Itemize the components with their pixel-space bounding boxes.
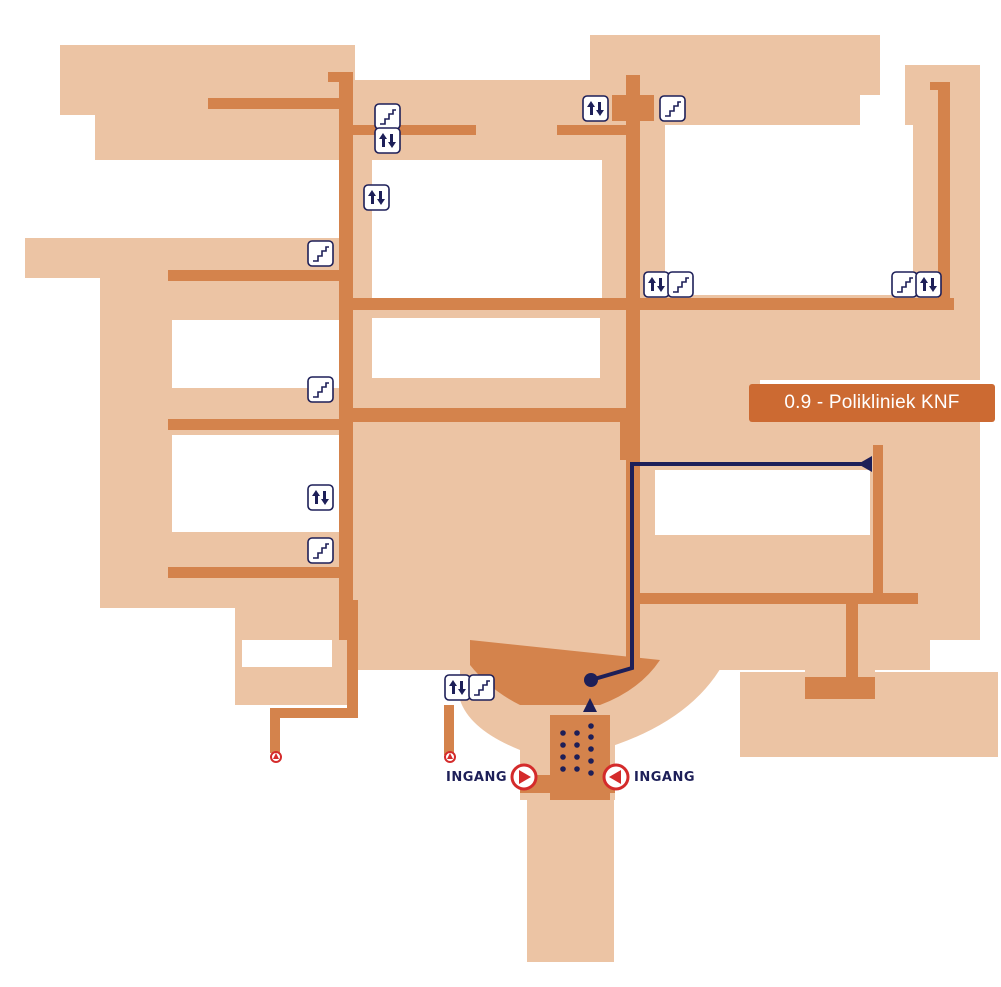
route-path — [590, 462, 872, 682]
destination-label: 0.9 - Polikliniek KNF — [749, 384, 995, 422]
elevator-icon — [307, 484, 334, 511]
stairs-icon — [374, 103, 401, 130]
entrance-direction-arrow — [583, 698, 597, 712]
stairs-icon — [307, 537, 334, 564]
elevator-icon — [582, 95, 609, 122]
route-arrow-head — [858, 456, 872, 472]
stairs-icon — [659, 95, 686, 122]
entrance-arrow-left-icon — [602, 763, 630, 791]
entrance-marker-icon — [270, 751, 282, 763]
stairs-icon — [667, 271, 694, 298]
elevator-icon — [444, 674, 471, 701]
walkway-dots-icon — [560, 723, 594, 776]
entrance-marker-icon — [444, 751, 456, 763]
elevator-icon — [915, 271, 942, 298]
stairs-icon — [468, 674, 495, 701]
stairs-icon — [307, 376, 334, 403]
elevator-icon — [363, 184, 390, 211]
stairs-icon — [891, 271, 918, 298]
courtyards — [172, 125, 913, 667]
you-are-here-icon — [584, 673, 598, 687]
stairs-icon — [307, 240, 334, 267]
elevator-icon — [643, 271, 670, 298]
entrance-arrow-right-icon — [510, 763, 538, 791]
elevator-icon — [374, 127, 401, 154]
entrance-label-right: INGANG — [634, 770, 695, 785]
entrance-label-left: INGANG — [446, 770, 507, 785]
corridors — [168, 72, 954, 800]
